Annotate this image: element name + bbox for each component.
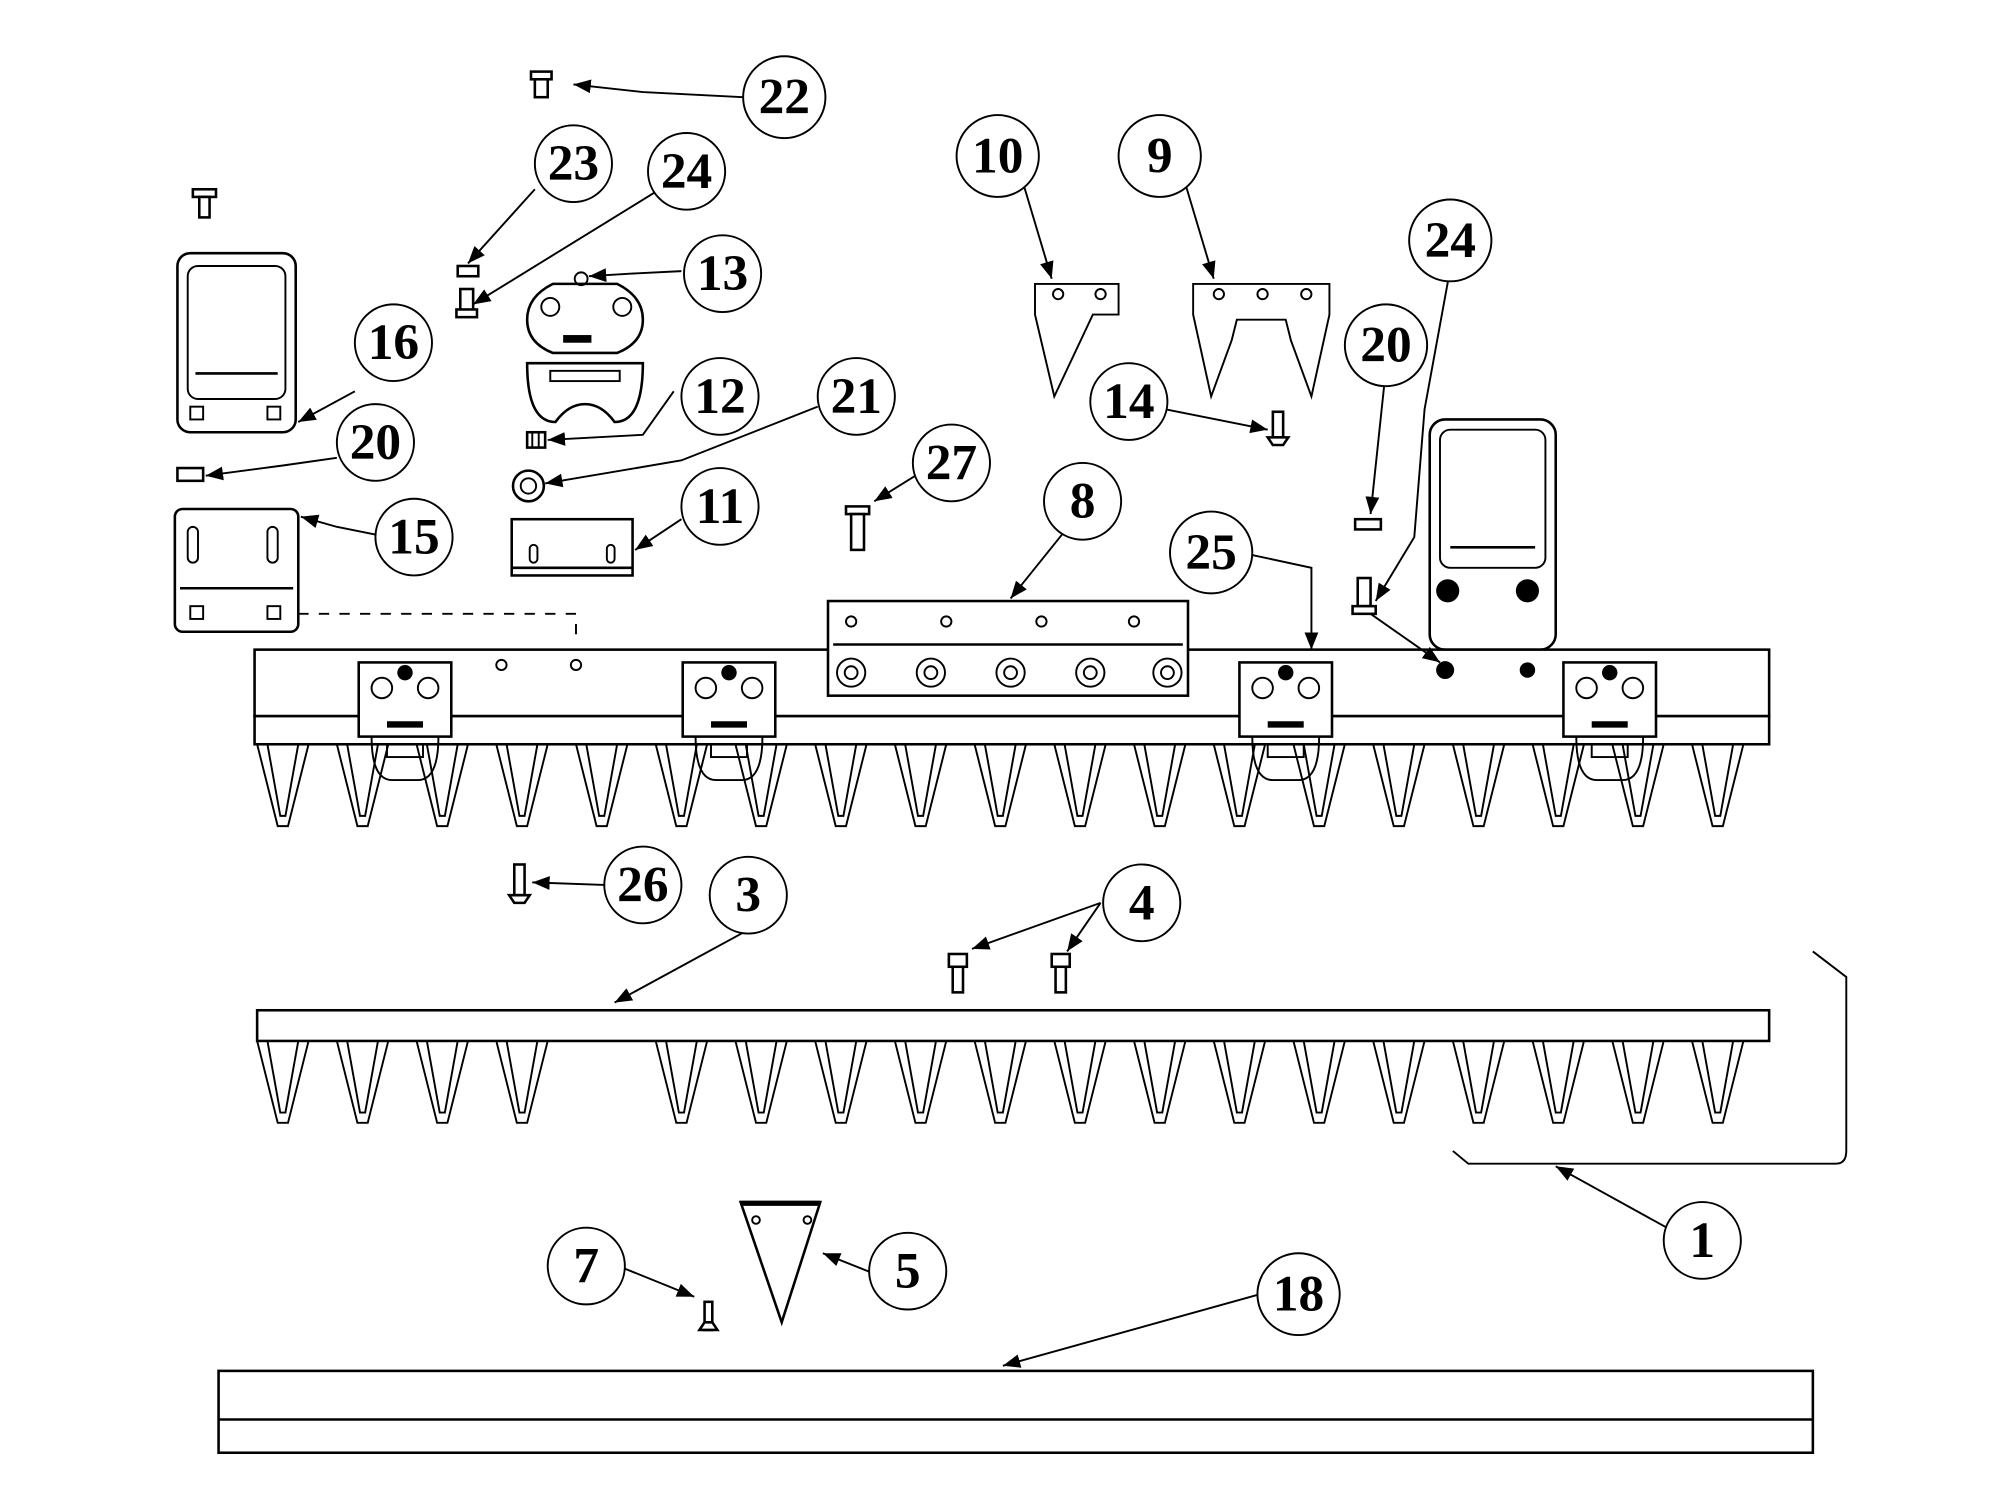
bolt-part-27 <box>844 505 871 552</box>
svg-text:9: 9 <box>1147 128 1173 185</box>
callout-7: 7 <box>546 1226 626 1306</box>
knife-section-part-9 <box>1192 282 1331 400</box>
guard-part-13 <box>525 271 645 424</box>
svg-text:27: 27 <box>926 435 977 492</box>
callout-3: 3 <box>708 855 788 935</box>
rivet-part-7 <box>697 1300 720 1332</box>
svg-text:20: 20 <box>350 414 401 471</box>
spacer-part-12 <box>525 430 547 449</box>
svg-text:13: 13 <box>697 245 748 302</box>
svg-text:21: 21 <box>831 368 882 425</box>
bolt-part-22 <box>529 70 553 99</box>
svg-text:12: 12 <box>694 368 745 425</box>
callout-16: 16 <box>353 303 433 383</box>
hold-down-assembled <box>1428 418 1557 651</box>
svg-text:26: 26 <box>617 857 668 914</box>
bolt-part-24-right <box>1351 576 1378 616</box>
svg-text:24: 24 <box>661 143 712 200</box>
callout-25: 25 <box>1169 510 1254 595</box>
callout-5: 5 <box>868 1231 948 1311</box>
nut-part-23 <box>456 264 480 278</box>
wear-plate-part-15 <box>173 507 577 640</box>
leader-lines <box>205 79 1672 1368</box>
callout-23: 23 <box>533 124 613 204</box>
svg-text:8: 8 <box>1070 473 1096 530</box>
knife-assembly-part-3 <box>255 1008 1771 1124</box>
callout-20-left: 20 <box>335 403 415 482</box>
callout-12: 12 <box>680 357 760 436</box>
nut-part-20-right <box>1353 517 1383 531</box>
callout-26: 26 <box>603 845 683 925</box>
svg-text:15: 15 <box>388 509 439 566</box>
svg-text:3: 3 <box>735 867 761 924</box>
svg-text:5: 5 <box>895 1243 921 1300</box>
hold-down-part-16 <box>176 251 297 434</box>
svg-text:24: 24 <box>1425 212 1476 269</box>
svg-text:16: 16 <box>368 314 419 371</box>
callout-1: 1 <box>1662 1201 1742 1280</box>
svg-text:1: 1 <box>1689 1212 1715 1269</box>
wear-strip-part-18 <box>217 1369 1815 1455</box>
svg-text:18: 18 <box>1273 1266 1324 1323</box>
rivet-part-14 <box>1265 410 1291 447</box>
callout-27: 27 <box>911 423 991 503</box>
callout-9: 9 <box>1117 114 1202 198</box>
callout-13: 13 <box>683 234 763 313</box>
callout-11: 11 <box>680 467 760 546</box>
svg-text:7: 7 <box>573 1238 599 1295</box>
assembly-bracket-part-1 <box>1452 950 1848 1165</box>
callout-18: 18 <box>1256 1252 1341 1337</box>
bolt-part-unlabeled <box>191 187 218 219</box>
knife-clip-part-8 <box>826 599 1190 697</box>
svg-text:22: 22 <box>759 69 810 126</box>
svg-text:23: 23 <box>548 135 599 192</box>
callout-21: 21 <box>816 357 896 436</box>
svg-text:10: 10 <box>972 128 1023 185</box>
callout-14: 14 <box>1089 362 1169 441</box>
washer-part-21 <box>511 469 546 503</box>
svg-text:14: 14 <box>1103 373 1154 430</box>
callout-22: 22 <box>742 55 827 140</box>
svg-text:4: 4 <box>1129 874 1155 931</box>
knife-section-part-10 <box>1034 282 1120 400</box>
callout-20-right: 20 <box>1343 303 1429 388</box>
bolts-part-4 <box>947 952 1071 994</box>
callout-8: 8 <box>1043 461 1123 541</box>
callout-10: 10 <box>955 114 1040 198</box>
knife-teeth-row-upper <box>256 743 1745 828</box>
knife-section-part-5 <box>738 1200 823 1327</box>
bolt-part-24-left <box>455 287 479 319</box>
callout-24: 24 <box>647 132 727 211</box>
callout-15: 15 <box>374 497 454 577</box>
callout-4: 4 <box>1102 863 1182 943</box>
callout-24-right: 24 <box>1408 198 1493 283</box>
svg-text:25: 25 <box>1185 524 1236 581</box>
nut-part-20-left <box>176 466 205 483</box>
bolt-part-26 <box>506 863 533 905</box>
cutter-bar-assembly <box>253 599 1771 828</box>
svg-text:20: 20 <box>1360 317 1411 374</box>
svg-text:11: 11 <box>696 478 745 535</box>
knife-teeth-row-lower <box>256 1039 1745 1124</box>
plate-part-11 <box>510 517 634 577</box>
